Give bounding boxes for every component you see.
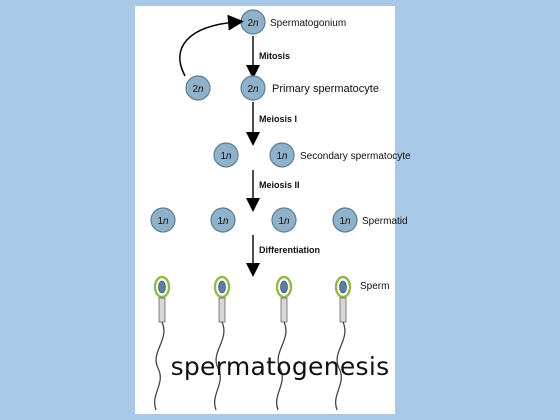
mitosis-label: Mitosis xyxy=(259,51,290,61)
cell-secondary-left: 1n xyxy=(213,142,239,168)
svg-text:2n: 2n xyxy=(247,84,259,95)
sperm-2 xyxy=(213,275,231,411)
svg-text:1n: 1n xyxy=(217,216,229,227)
differentiation-label: Differentiation xyxy=(259,245,320,255)
sperm-3 xyxy=(275,275,293,411)
svg-text:1n: 1n xyxy=(276,151,288,162)
sperm-1 xyxy=(153,275,171,411)
meiosis-ii-label: Meiosis II xyxy=(259,180,300,190)
cell-spermatid-4: 1n xyxy=(332,207,358,233)
spermatogonium-label: Spermatogonium xyxy=(270,18,346,29)
cell-secondary-right: 1n xyxy=(269,142,295,168)
primary-spermatocyte-label: Primary spermatocyte xyxy=(272,83,379,95)
cell-primary-spermatocyte: 2n xyxy=(240,75,266,101)
svg-text:1n: 1n xyxy=(278,216,290,227)
svg-text:1n: 1n xyxy=(157,216,169,227)
spermatid-label: Spermatid xyxy=(362,216,408,227)
sperm-4 xyxy=(334,275,352,411)
cell-spermatid-1: 1n xyxy=(150,207,176,233)
diagram-title: spermatogenesis xyxy=(170,352,390,381)
svg-text:2n: 2n xyxy=(192,84,204,95)
cell-spermatid-3: 1n xyxy=(271,207,297,233)
svg-text:1n: 1n xyxy=(339,216,351,227)
mitosis-loop-arrow xyxy=(179,14,244,77)
svg-text:2n: 2n xyxy=(247,18,259,29)
secondary-spermatocyte-label: Secondary spermatocyte xyxy=(300,151,411,162)
sperm-label: Sperm xyxy=(360,281,389,292)
cell-spermatogonium: 2n xyxy=(240,9,266,35)
cell-primary-left: 2n xyxy=(185,75,211,101)
svg-text:1n: 1n xyxy=(220,151,232,162)
cell-spermatid-2: 1n xyxy=(210,207,236,233)
meiosis-i-label: Meiosis I xyxy=(259,114,297,124)
